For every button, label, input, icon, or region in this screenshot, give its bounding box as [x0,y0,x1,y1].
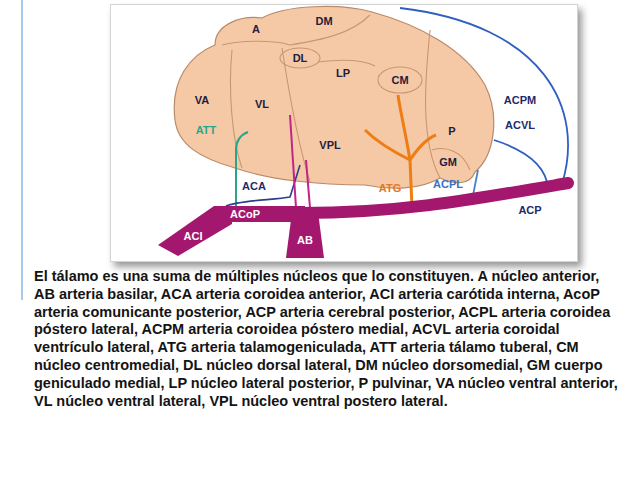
artery-line [494,140,548,188]
part-label: ACI [184,230,203,242]
artery-tube [286,212,324,258]
part-label: CM [391,74,408,86]
artery-line [226,165,300,206]
part-label: ATT [196,124,217,136]
part-label: LP [336,67,350,79]
part-label: ACA [242,180,266,192]
part-label: AB [297,234,313,246]
caption-text: El tálamo es una suma de múltiples núcle… [34,268,620,410]
artery-line [365,95,436,208]
artery-line [400,8,568,184]
part-label: P [448,125,455,137]
artery-line [290,115,296,208]
artery-line [236,132,248,206]
artery-tube [158,206,232,256]
part-label: DL [293,52,308,64]
part-label: ACoP [230,208,260,220]
part-label: ACVL [505,119,535,131]
part-label: VPL [319,139,340,151]
part-label: VA [195,94,209,106]
nucleus-borders [222,15,470,182]
part-label: VL [255,98,269,110]
part-label: ACP [518,204,541,216]
part-label: GM [439,156,457,168]
thalamus-outline [174,6,493,188]
part-label: ACPM [504,94,536,106]
slide-decoration [21,0,23,300]
part-label: ATG [379,182,401,194]
part-label: DM [315,15,332,27]
part-label: A [252,23,260,35]
part-label: ACPL [433,178,463,190]
artery-line [306,160,310,208]
